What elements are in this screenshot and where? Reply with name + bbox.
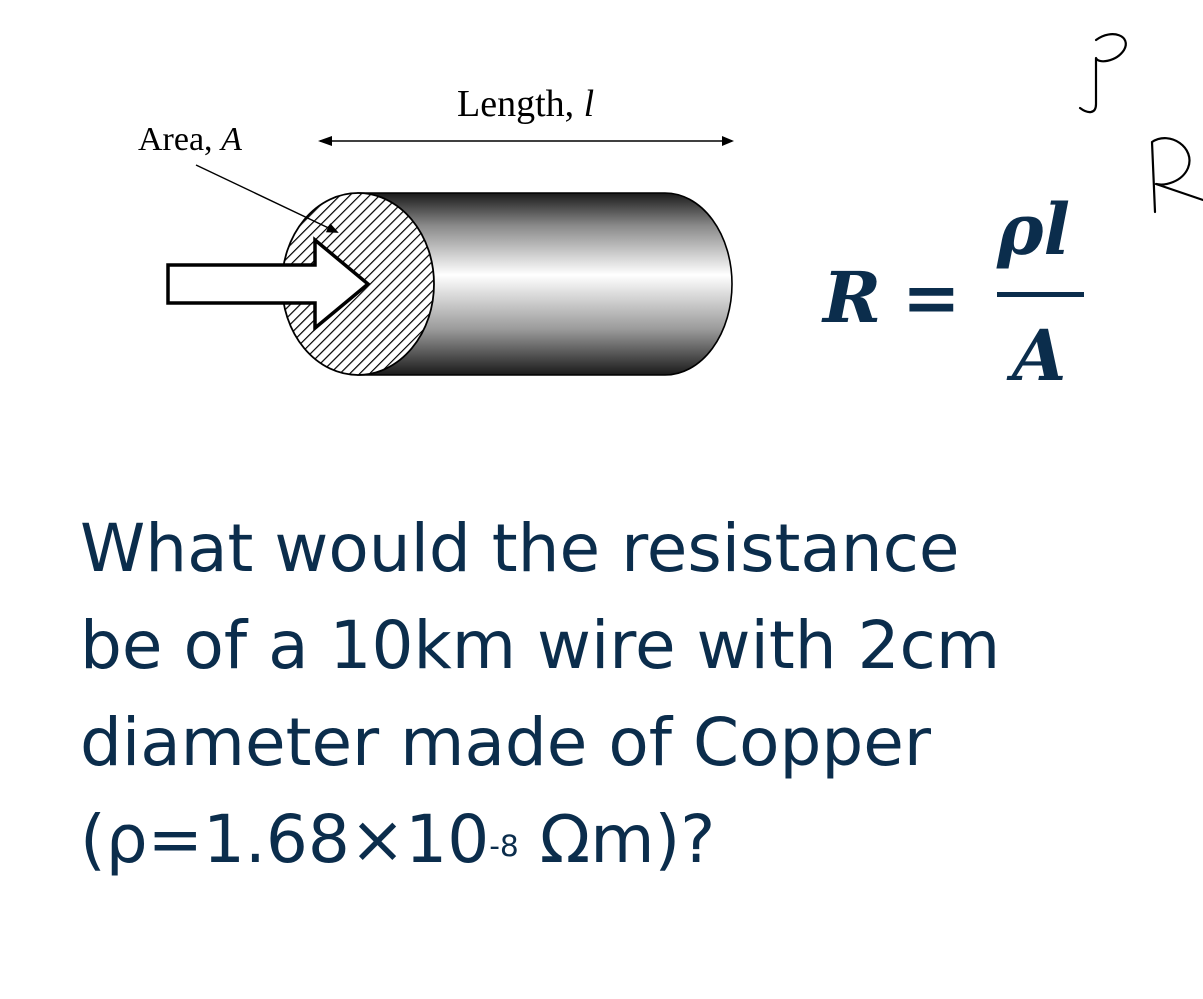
wire-diagram: Area, A Length, l R = ρl A [138,33,1203,397]
formula-r: R [821,256,881,339]
resistance-formula: R = ρl A [821,188,1084,397]
wire-cylinder-body [357,192,733,376]
handwritten-rho-mark [1078,33,1127,114]
formula-numerator: ρl [996,188,1070,271]
current-arrow-icon [166,236,371,332]
question-text: What would the resistance be of a 10km w… [80,500,1180,888]
area-pointer-arrow [195,164,339,233]
length-label: Length, l [457,83,594,125]
exponent: -8 [489,829,519,865]
question-line-1: What would the resistance [80,510,960,587]
fraction-bar [997,292,1084,297]
question-line-4: (ρ=1.68×10-8 Ωm)? [80,801,716,878]
question-line-2: be of a 10km wire with 2cm [80,607,1001,684]
formula-equals: = [902,256,961,339]
formula-denominator: A [1006,314,1066,397]
handwritten-r-mark [1150,137,1203,214]
area-label: Area, A [138,121,242,158]
question-line-3: diameter made of Copper [80,704,931,781]
